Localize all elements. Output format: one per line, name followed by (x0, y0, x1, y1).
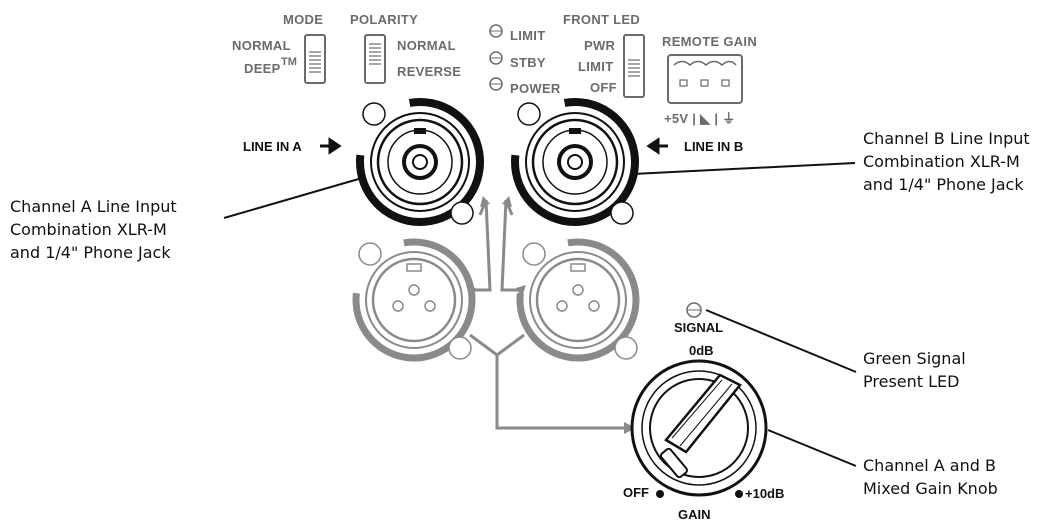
gain-knob-group: 0dB OFF +10dB GAIN (623, 343, 784, 522)
mode-tm-label: TM (281, 56, 297, 68)
remote-gain-connector[interactable] (667, 54, 743, 104)
remote-gain-title: REMOTE GAIN (662, 34, 757, 49)
gain-knob[interactable] (630, 359, 768, 497)
callout-gain-knob-line-1: Channel A and B (863, 456, 996, 475)
led-power-label: POWER (510, 81, 561, 96)
callout-signal-led-line-1: Green Signal (863, 349, 966, 368)
callout-leader-lines (223, 162, 857, 467)
callout-channel-b: Channel B Line Input Combination XLR-M a… (863, 129, 1030, 194)
front-led-off-label: OFF (590, 80, 617, 95)
callout-gain-knob: Channel A and B Mixed Gain Knob (863, 456, 998, 498)
callout-channel-b-line-2: Combination XLR-M (863, 152, 1020, 171)
status-leds: LIMIT STBY POWER (489, 24, 561, 96)
led-stby-label: STBY (510, 55, 546, 70)
line-in-b-arrow-icon (646, 137, 668, 155)
gain-off-dot-icon (656, 490, 664, 498)
mode-normal-label: NORMAL (232, 38, 291, 53)
polarity-switch-group: POLARITY NORMAL REVERSE (350, 12, 461, 84)
polarity-title: POLARITY (350, 12, 418, 27)
callout-channel-a-line-2: Combination XLR-M (10, 220, 167, 239)
gain-off-label: OFF (623, 485, 649, 500)
front-led-switch[interactable] (623, 34, 645, 98)
mode-title: MODE (283, 12, 323, 27)
callout-gain-knob-line-2: Mixed Gain Knob (863, 479, 998, 498)
line-in-a-arrow-icon (320, 137, 342, 155)
signal-led-group: SIGNAL (674, 302, 723, 335)
polarity-normal-label: NORMAL (397, 38, 456, 53)
callout-channel-b-line-1: Channel B Line Input (863, 129, 1030, 148)
callout-channel-b-line-3: and 1/4" Phone Jack (863, 175, 1024, 194)
polarity-reverse-label: REVERSE (397, 64, 461, 79)
routing-arrowheads (466, 196, 636, 434)
callout-channel-a: Channel A Line Input Combination XLR-M a… (10, 197, 177, 262)
signal-label: SIGNAL (674, 320, 723, 335)
remote-gain-pins: +5V | ◣ | ⏚ (664, 111, 736, 126)
front-led-pwr-label: PWR (584, 38, 616, 53)
gain-title: GAIN (678, 507, 711, 522)
led-limit-label: LIMIT (510, 28, 545, 43)
line-in-b-label: LINE IN B (684, 139, 743, 154)
line-in-a-label: LINE IN A (243, 139, 302, 154)
front-led-switch-group: FRONT LED PWR LIMIT OFF (563, 12, 645, 98)
front-led-limit-label: LIMIT (578, 59, 613, 74)
mode-deep-label: DEEP (244, 61, 281, 76)
callout-channel-a-line-1: Channel A Line Input (10, 197, 177, 216)
callout-signal-led-line-2: Present LED (863, 372, 959, 391)
xlr-output-a[interactable] (347, 233, 481, 367)
combo-jack-b[interactable] (505, 92, 644, 231)
polarity-switch[interactable] (364, 34, 386, 84)
callout-signal-led: Green Signal Present LED (863, 349, 966, 391)
front-led-title: FRONT LED (563, 12, 640, 27)
combo-jack-a[interactable] (350, 92, 489, 231)
callout-channel-a-line-3: and 1/4" Phone Jack (10, 243, 171, 262)
gain-0db-label: 0dB (689, 343, 714, 358)
xlr-output-b[interactable] (511, 233, 645, 367)
remote-gain-connector-group: REMOTE GAIN +5V | ◣ | ⏚ (662, 34, 757, 126)
gain-max-dot-icon (735, 490, 743, 498)
mode-switch[interactable] (304, 34, 326, 84)
mode-switch-group: MODE NORMAL DEEP TM (232, 12, 326, 84)
gain-plus10-label: +10dB (745, 486, 784, 501)
